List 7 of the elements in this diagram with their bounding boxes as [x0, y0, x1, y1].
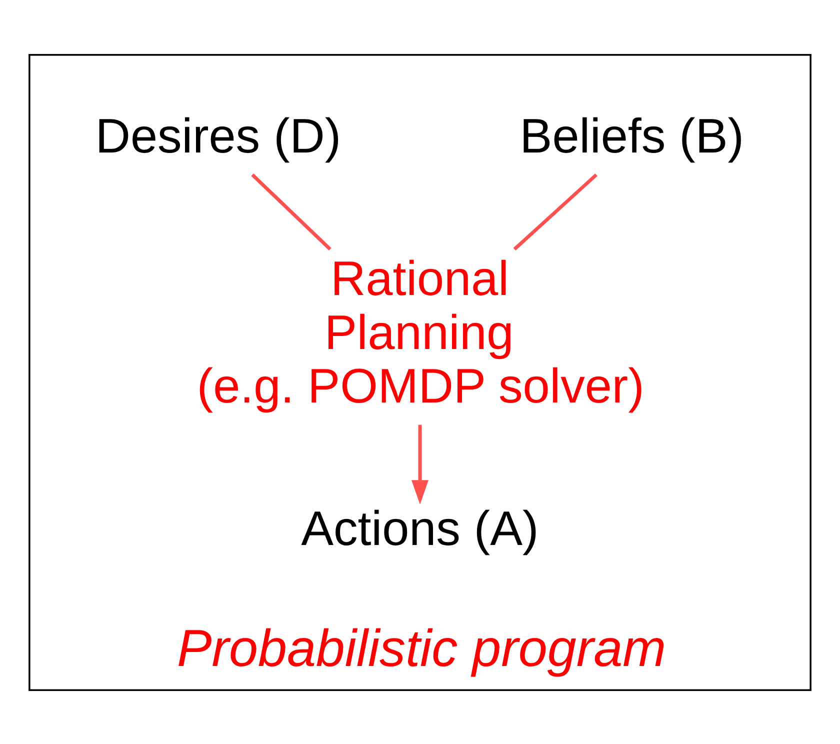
- node-text: Beliefs (B): [520, 109, 744, 164]
- node-text: Desires (D): [95, 109, 342, 164]
- connector: [251, 173, 332, 250]
- node-text: Actions (A): [301, 502, 539, 556]
- arrow: [411, 424, 429, 504]
- node-text: Rational Planning (e.g. POMDP solver): [196, 252, 644, 414]
- connector: [513, 172, 598, 250]
